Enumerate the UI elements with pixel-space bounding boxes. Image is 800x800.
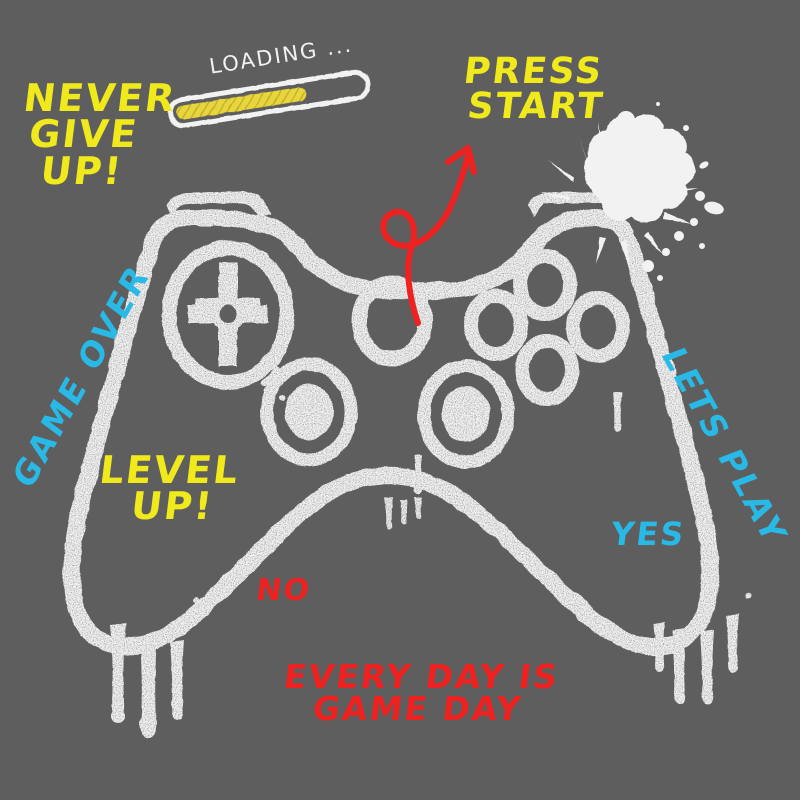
center-button [351,275,433,367]
face-button-right [566,291,630,363]
loading-bar-fill [176,87,307,120]
left-bumper [166,192,271,219]
dpad [161,240,295,390]
never-give-up-line3: UP! [38,148,126,193]
loading-bar-track [167,69,371,129]
never-give-up-line2: GIVE [26,112,141,157]
small-drips [260,365,622,494]
controller-outline [63,209,719,656]
paint-drips-right [654,593,751,704]
paint-drips-left [110,597,207,738]
level-up-line2: UP! [128,484,217,529]
text-no: NO [254,573,314,608]
face-button-bottom [515,334,579,406]
right-analog-stick [417,359,515,469]
splatter-droplets [614,102,724,281]
face-button-top [513,249,577,321]
center-grunge [384,497,422,529]
every-day-line2: GAME DAY [310,688,525,728]
face-button-left [464,289,528,361]
press-start-line2: START [465,85,607,127]
curved-loop-arrow [380,145,477,326]
paint-splatter [538,102,724,281]
left-analog-stick [260,357,358,467]
text-yes: YES [608,515,688,553]
loading-bar [167,69,371,129]
